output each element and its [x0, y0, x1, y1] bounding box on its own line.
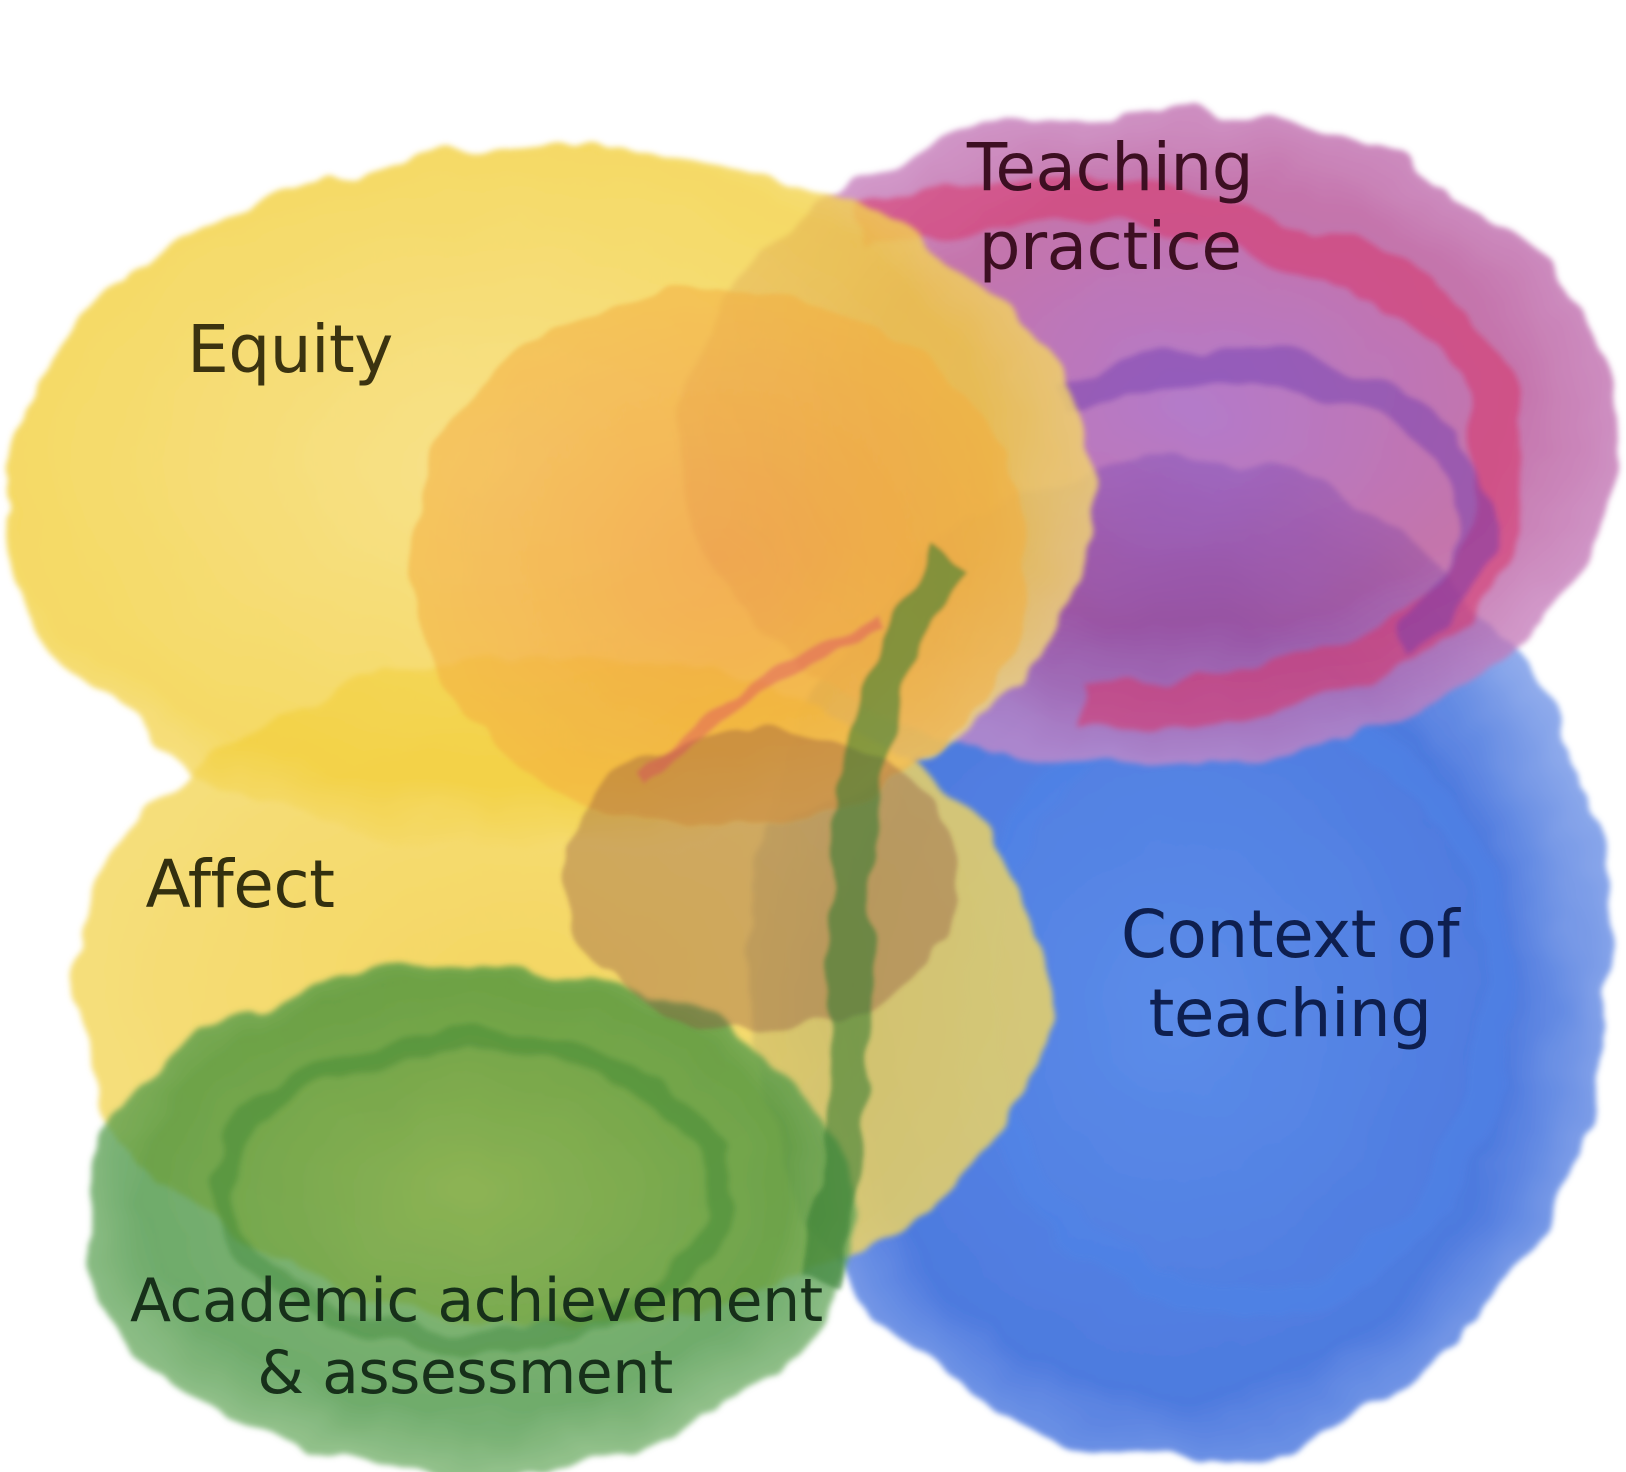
label-teaching-practice-line1: Teaching — [966, 129, 1254, 206]
label-academic-line2: & assessment — [257, 1338, 673, 1408]
label-equity: Equity — [180, 310, 400, 389]
label-affect-text: Affect — [145, 846, 335, 923]
label-teaching-practice-line2: practice — [978, 208, 1242, 286]
label-teaching-practice: Teaching practice — [940, 128, 1280, 286]
academic-achievement-circle — [85, 965, 855, 1472]
label-context-line2: teaching — [1148, 975, 1432, 1053]
label-context-line1: Context of — [1120, 896, 1460, 973]
overlap-center — [410, 290, 1030, 1285]
label-affect: Affect — [135, 845, 345, 924]
label-equity-text: Equity — [187, 311, 393, 388]
label-academic-line1: Academic achievement — [130, 1266, 823, 1336]
label-academic-achievement: Academic achievement & assessment — [130, 1265, 823, 1409]
label-context-of-teaching: Context of teaching — [1100, 895, 1480, 1053]
